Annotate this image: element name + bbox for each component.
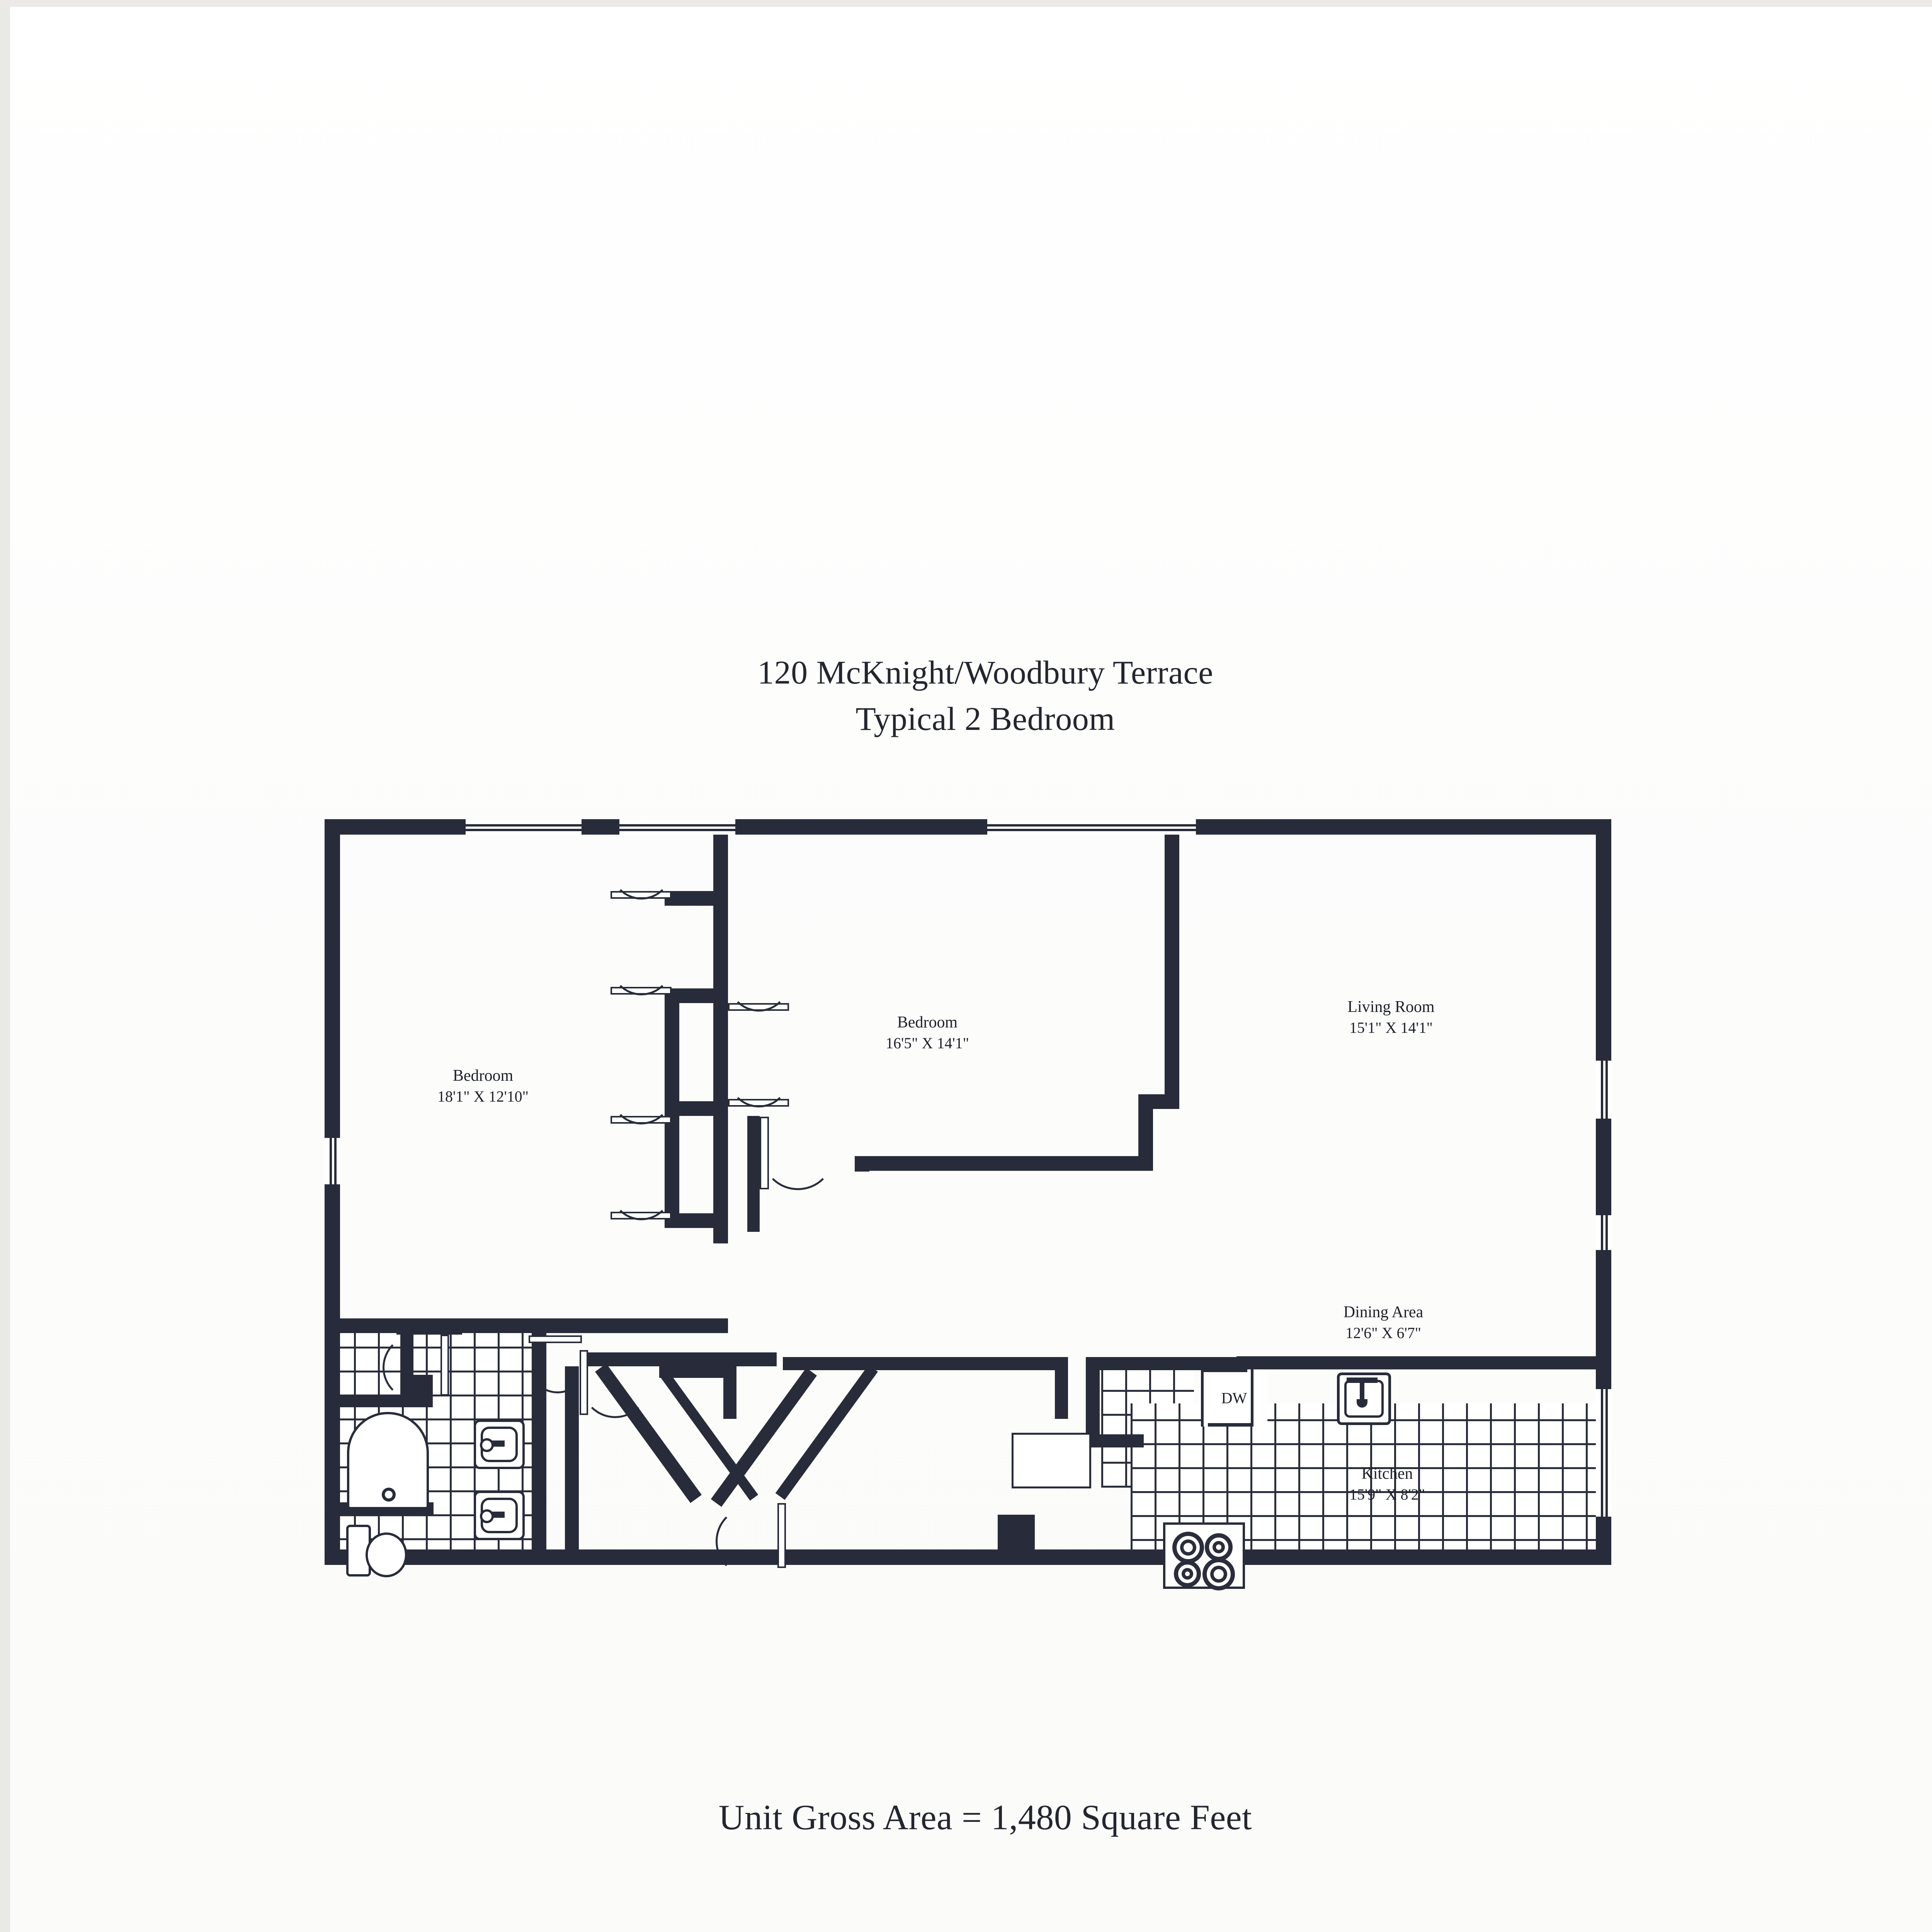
room-label-kitchen: Kitchen 15'9" X 8'2" xyxy=(1291,1464,1484,1504)
kitchen-sink-faucet-deck xyxy=(1347,1378,1378,1383)
wall-kitchen-west xyxy=(1086,1357,1100,1434)
window-bedroom-left-top xyxy=(464,819,583,835)
vanity-sink-lower xyxy=(474,1491,525,1540)
wall-bedroom-mid-south xyxy=(855,1156,1153,1171)
wall-closet2-right xyxy=(713,1003,728,1116)
gross-area-caption: Unit Gross Area = 1,480 Square Feet xyxy=(718,1798,1252,1837)
wall-bedroom-mid-east-lower xyxy=(1138,1109,1153,1156)
wall-bedroom-mid-east-jog xyxy=(1138,1094,1179,1109)
floor-plan-drawing: DW xyxy=(325,819,1611,1692)
kitchen-pantry-cabinet xyxy=(1012,1433,1091,1488)
room-label-bedroom-left: Bedroom 18'1" X 12'10" xyxy=(386,1066,580,1106)
wall-kitchen-peninsula-north xyxy=(1100,1357,1239,1370)
wall-bedroom-mid-south-stub xyxy=(855,1156,869,1172)
exterior-wall-right-bottom xyxy=(1596,1515,1611,1565)
range-burner-back-left xyxy=(1174,1560,1201,1587)
wall-bath-east-lower xyxy=(532,1433,546,1565)
room-name-bedroom-left: Bedroom xyxy=(452,1067,514,1085)
wall-angled-closet-a-inner xyxy=(659,1369,759,1501)
vanity-sink-upper xyxy=(474,1420,525,1469)
door-closet3-upper-arc xyxy=(611,1063,672,1124)
room-label-dining-area: Dining Area 12'6" X 6'7" xyxy=(1287,1302,1480,1343)
window-kitchen-east xyxy=(1596,1387,1611,1519)
room-name-living-room: Living Room xyxy=(1347,998,1435,1016)
door-closet1-upper-arc xyxy=(611,838,672,900)
vanity-sink-lower-knob xyxy=(480,1509,494,1523)
wall-bath-top-sill xyxy=(396,1326,462,1335)
vanity-sink-upper-knob xyxy=(480,1438,494,1452)
range-four-burner xyxy=(1163,1522,1245,1590)
door-closet1-lower-arc xyxy=(611,934,672,995)
exterior-wall-left xyxy=(325,819,340,1565)
wall-bedroom-mid-east-upper xyxy=(1165,835,1179,1094)
room-dimensions-bedroom-left: 18'1" X 12'10" xyxy=(437,1087,529,1105)
door-closet3-lower-arc xyxy=(611,1158,672,1220)
room-name-kitchen: Kitchen xyxy=(1361,1465,1413,1483)
wall-center-closet-east xyxy=(1055,1357,1068,1419)
kitchen-sink-faucet-head xyxy=(1357,1399,1367,1408)
wall-kitchen-west-lower xyxy=(1086,1434,1144,1447)
wall-entry-pier xyxy=(998,1515,1035,1565)
exterior-wall-bottom xyxy=(325,1549,1611,1565)
wall-closet3-bottom xyxy=(665,1213,728,1228)
wall-center-closet-north xyxy=(867,1357,1068,1370)
kitchen-sink-faucet-stem xyxy=(1360,1381,1364,1403)
scan-edge-left xyxy=(0,0,10,1932)
room-name-bedroom-mid: Bedroom xyxy=(897,1014,958,1031)
bathtub-drain xyxy=(382,1488,396,1502)
door-entry-arc xyxy=(716,1506,786,1577)
wall-angled-closet-b-cap xyxy=(783,1357,879,1370)
door-closet2-upper-arc xyxy=(728,950,790,1012)
range-burner-front-right xyxy=(1205,1533,1233,1561)
exterior-wall-right-upper xyxy=(1596,819,1611,1059)
door-bathroom-arc xyxy=(383,1335,448,1400)
room-label-bedroom-mid: Bedroom 16'5" X 14'1" xyxy=(831,1012,1024,1053)
dishwasher-edge-bottom xyxy=(1208,1423,1253,1427)
wall-angled-closet-b-inner xyxy=(775,1365,878,1500)
wall-closet1-right xyxy=(713,891,728,1003)
window-dining-east xyxy=(1596,1213,1611,1252)
window-living-room-east xyxy=(1596,1059,1611,1121)
dishwasher-label: DW xyxy=(1221,1389,1247,1407)
door-hall-closet-arc xyxy=(581,1350,649,1418)
plan-title-line-2: Typical 2 Bedroom xyxy=(855,700,1115,737)
wall-hall-jamb xyxy=(747,1116,760,1232)
range-burner-front-left xyxy=(1172,1532,1204,1563)
room-name-dining-area: Dining Area xyxy=(1343,1303,1423,1321)
kitchen-sink xyxy=(1337,1372,1391,1425)
room-dimensions-living-room: 15'1" X 14'1" xyxy=(1349,1019,1433,1036)
wall-hall-west-vertical xyxy=(565,1366,579,1565)
exterior-wall-right-mid xyxy=(1596,1117,1611,1213)
dishwasher-edge-right xyxy=(1251,1369,1253,1427)
room-dimensions-kitchen: 15'9" X 8'2" xyxy=(1349,1485,1425,1503)
dishwasher-edge-left xyxy=(1201,1369,1204,1427)
wall-dining-kitchen-divider xyxy=(1236,1356,1596,1369)
range-burner-back-right xyxy=(1202,1558,1235,1590)
room-label-living-room: Living Room 15'1" X 14'1" xyxy=(1294,997,1488,1037)
door-bedroom-mid-arc xyxy=(761,1117,835,1190)
room-dimensions-dining-area: 12'6" X 6'7" xyxy=(1345,1324,1421,1342)
dishwasher: DW xyxy=(1201,1369,1267,1427)
wall-closet2-bottom xyxy=(665,1101,728,1116)
window-living-room-top xyxy=(985,819,1198,835)
door-closet2-lower-arc xyxy=(728,1046,790,1107)
door-linen-closet-arc xyxy=(529,1335,587,1393)
room-dimensions-bedroom-mid: 16'5" X 14'1" xyxy=(886,1034,969,1052)
exterior-wall-right-lower xyxy=(1596,1248,1611,1387)
plan-title-line-1: 120 McKnight/Woodbury Terrace xyxy=(757,654,1213,691)
window-bedroom-mid-top xyxy=(617,819,737,835)
wall-angled-closet-a-cap-right xyxy=(723,1365,736,1419)
window-bedroom-left-west xyxy=(325,1136,340,1186)
toilet-bowl xyxy=(366,1532,407,1577)
scan-edge-top xyxy=(0,0,1932,7)
dishwasher-edge-top xyxy=(1201,1369,1247,1372)
